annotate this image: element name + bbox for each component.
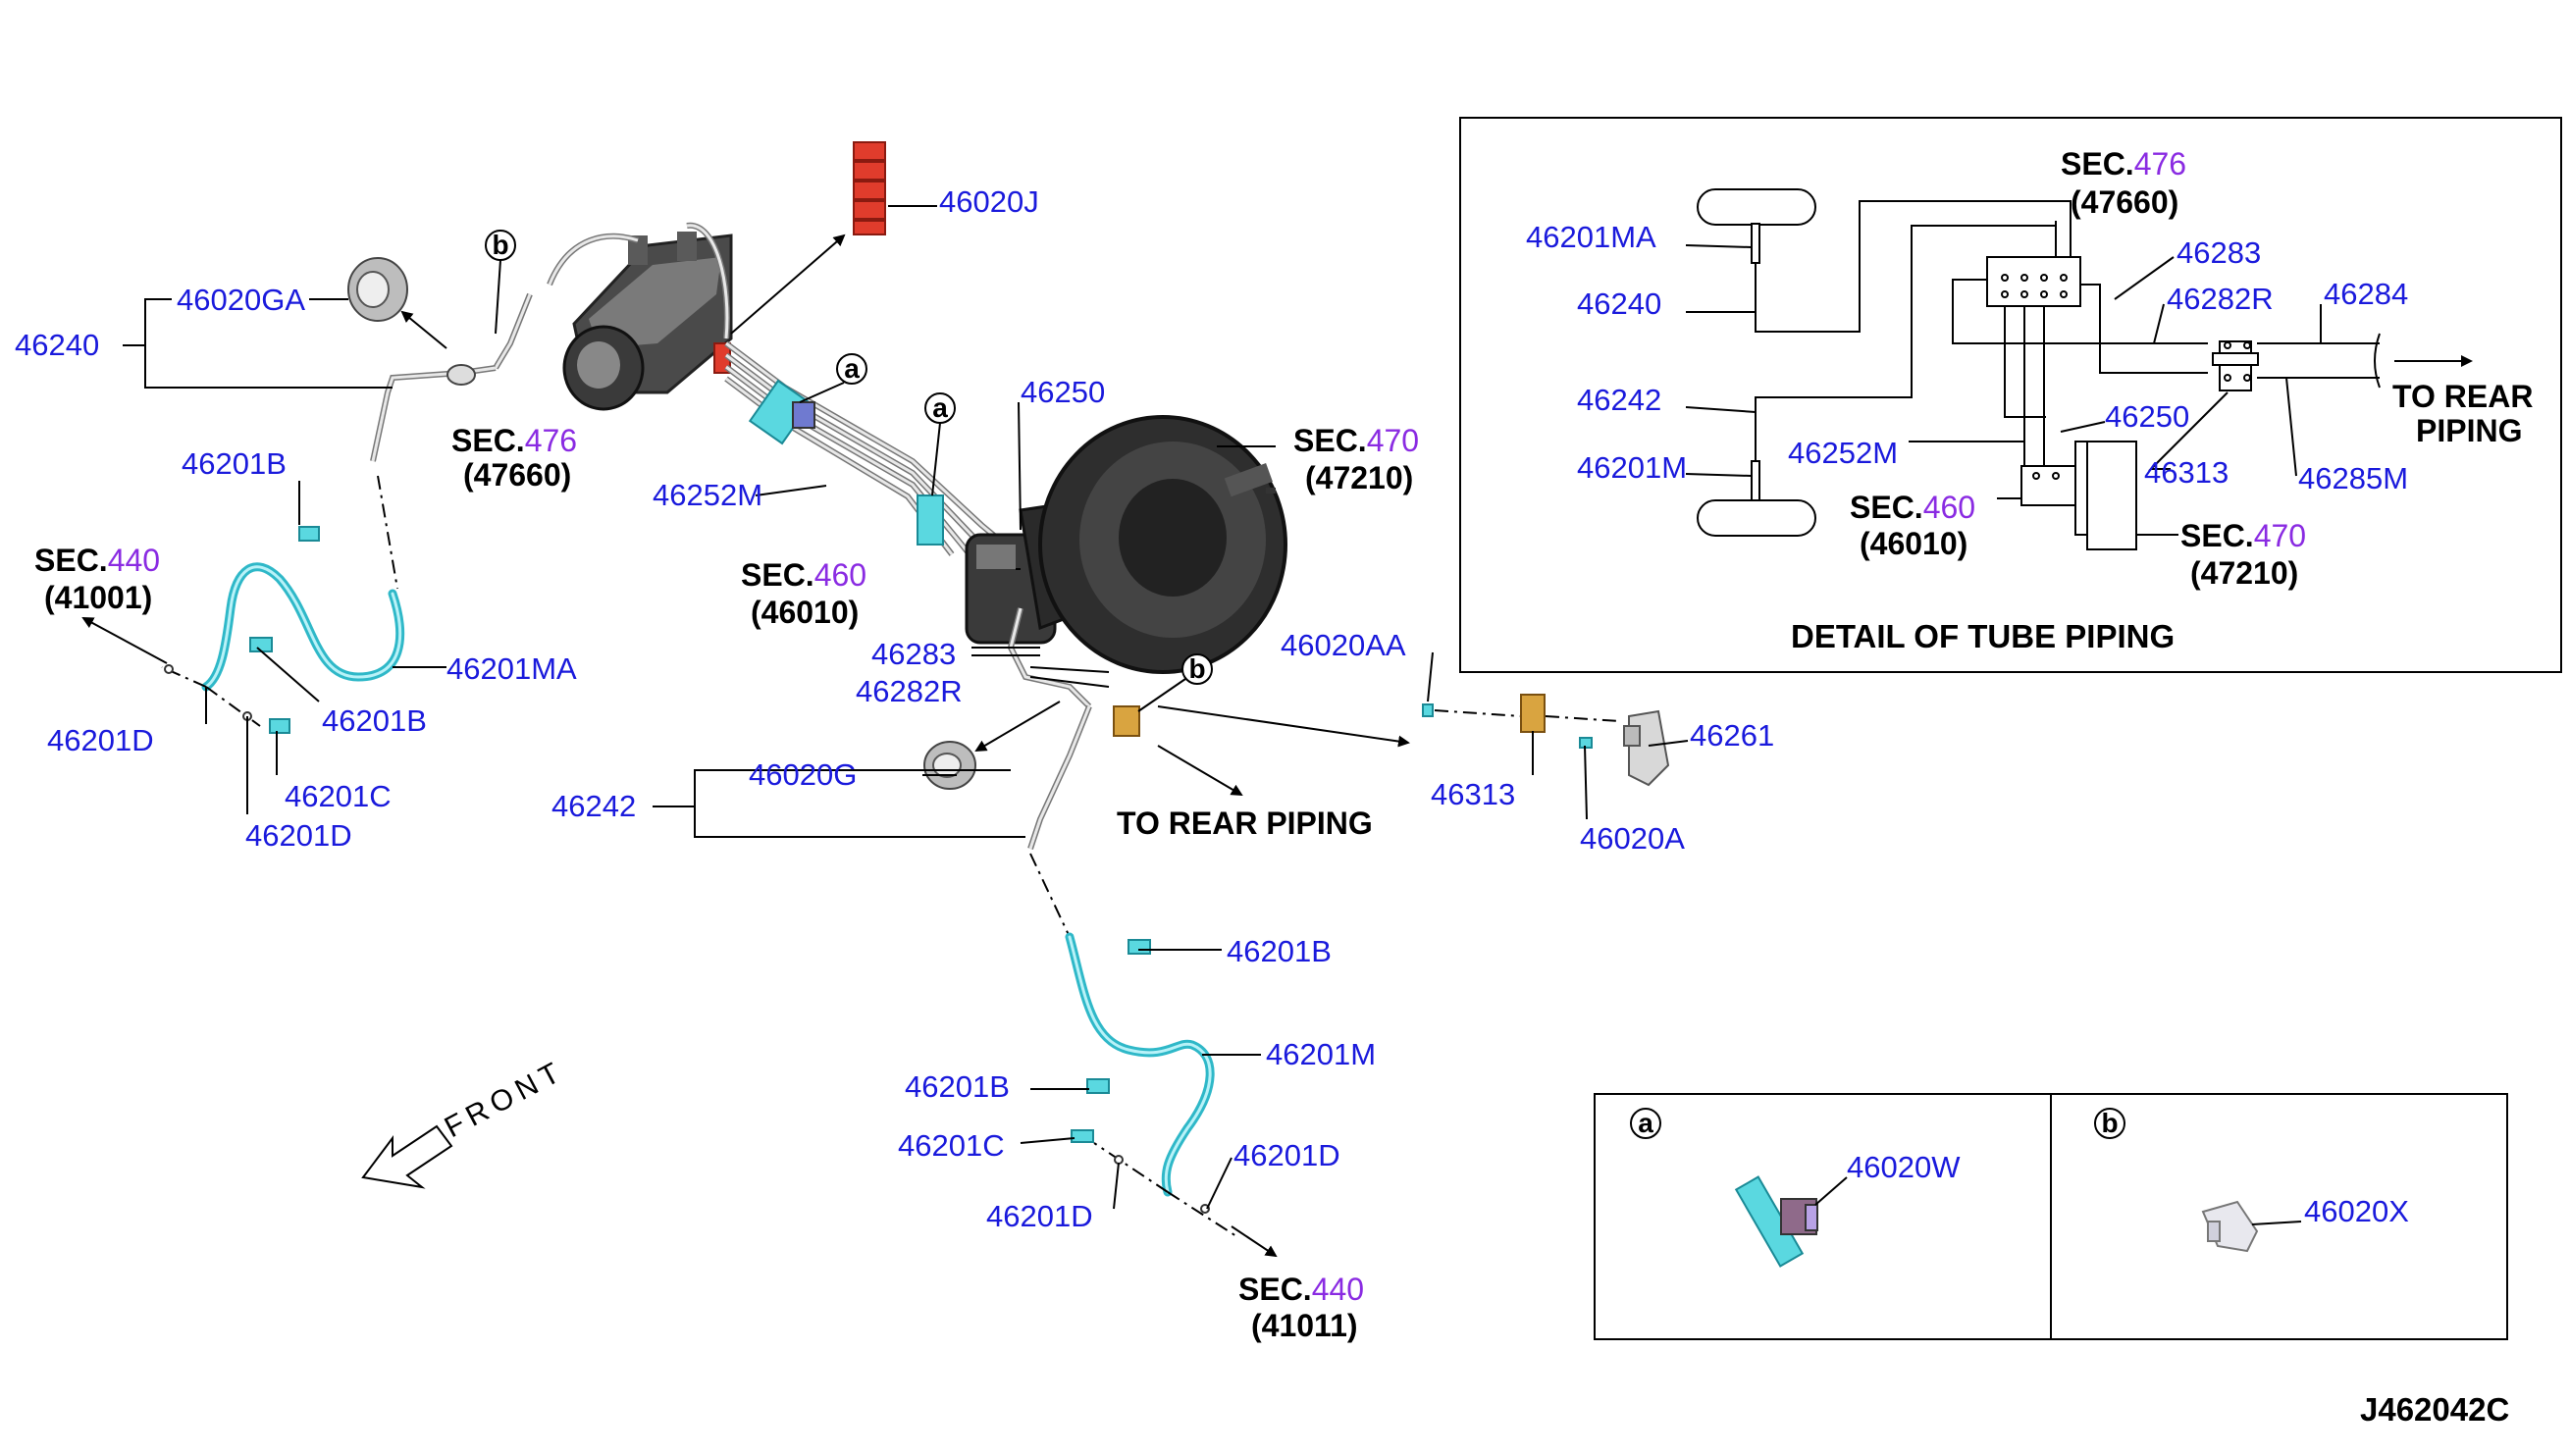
callout-46201b-3: 46201B (1227, 934, 1332, 968)
bracket-46261 (1623, 709, 1670, 787)
callout-46201b-1: 46201B (182, 446, 287, 481)
diagram-id: J462042C (2360, 1391, 2509, 1428)
callout-46201m: 46201M (1266, 1037, 1376, 1071)
inset-clip-panel: a b (1594, 1093, 2508, 1340)
callout-46201d-2: 46201D (245, 818, 352, 853)
detail-sec-476-code: (47660) (2071, 184, 2178, 220)
abs-actuator (493, 222, 733, 411)
sec-460-label: SEC.460 (741, 557, 866, 593)
marker-b-top: b (485, 230, 516, 261)
callout-46201ma: 46201MA (446, 651, 577, 686)
callout-46201c-1: 46201C (285, 779, 392, 813)
callout-46020a: 46020A (1580, 821, 1685, 856)
callout-46261: 46261 (1690, 718, 1774, 753)
callout-46201b-4: 46201B (905, 1069, 1010, 1104)
svg-text:b: b (492, 230, 508, 260)
marker-a-1: a (836, 353, 867, 385)
detail-sec-476-label: SEC.476 (2061, 146, 2186, 182)
detail-callout-46250: 46250 (2105, 399, 2189, 434)
callout-46020aa: 46020AA (1281, 628, 1406, 662)
callout-46201c-2: 46201C (898, 1128, 1005, 1163)
callout-46250: 46250 (1021, 375, 1105, 409)
sec-440b-label: SEC.440 (1238, 1272, 1364, 1307)
callout-46283: 46283 (871, 637, 956, 671)
inset-marker-b: b (2101, 1108, 2118, 1138)
callout-46201d-4: 46201D (1233, 1138, 1340, 1172)
detail-to-rear-2: PIPING (2416, 413, 2522, 448)
detail-callout-46240: 46240 (1577, 286, 1661, 321)
detail-sec-470-label: SEC.470 (2180, 518, 2306, 553)
marker-b-mid: b (1181, 653, 1213, 685)
callout-46020ga: 46020GA (177, 283, 305, 317)
callout-46201d-3: 46201D (986, 1199, 1093, 1233)
grommet-46020ga (347, 257, 408, 322)
hose-46201m (1065, 932, 1215, 1197)
detail-callout-46283: 46283 (2177, 235, 2261, 270)
detail-callout-46313: 46313 (2144, 455, 2229, 490)
inset-callout-46020w: 46020W (1847, 1150, 1961, 1184)
detail-title: DETAIL OF TUBE PIPING (1791, 618, 2175, 654)
inset-marker-a: a (1638, 1108, 1653, 1138)
svg-text:b: b (1188, 653, 1205, 684)
callout-46201d-1: 46201D (47, 723, 154, 757)
marker-a-2: a (924, 392, 956, 424)
detail-sec-470-code: (47210) (2190, 555, 2298, 591)
front-label: FRONT (440, 1054, 570, 1144)
detail-callout-46284: 46284 (2324, 277, 2408, 311)
detail-callout-46201ma: 46201MA (1526, 220, 1656, 254)
connector-46313 (1520, 694, 1546, 733)
clip-46020x (2201, 1200, 2259, 1253)
callout-46252m: 46252M (653, 478, 762, 512)
detail-callout-46285m: 46285M (2298, 461, 2408, 495)
detail-callout-46242: 46242 (1577, 383, 1661, 417)
sec-440a-label: SEC.440 (34, 543, 160, 578)
hose-46201ma (201, 562, 405, 692)
detail-callout-46201m: 46201M (1577, 450, 1687, 485)
clip-46020w (1734, 1175, 1818, 1268)
clip-46020j (853, 141, 886, 235)
callout-46282r: 46282R (856, 674, 963, 708)
callout-46201b-2: 46201B (322, 703, 427, 738)
sec-460-code: (46010) (751, 595, 859, 630)
detail-sec-460-code: (46010) (1860, 526, 1967, 561)
callout-46020g: 46020G (749, 757, 857, 792)
sec-476-code: (47660) (463, 457, 571, 493)
grommet-46020g (923, 741, 976, 790)
to-rear-piping-label: TO REAR PIPING (1117, 806, 1373, 841)
svg-text:a: a (844, 353, 860, 384)
detail-of-tube-piping-panel (1459, 117, 2562, 673)
callout-46240: 46240 (15, 328, 99, 362)
tube-bundle-46252m (724, 340, 1013, 571)
callout-46242: 46242 (551, 789, 636, 823)
sec-440b-code: (41011) (1251, 1308, 1358, 1343)
front-direction-indicator: FRONT (361, 1054, 570, 1189)
detail-callout-46252m: 46252M (1788, 436, 1898, 470)
detail-callout-46282r: 46282R (2167, 282, 2274, 316)
sec-470-code: (47210) (1305, 460, 1413, 495)
sec-476-label: SEC.476 (451, 423, 577, 458)
sec-440a-code: (41001) (44, 580, 152, 615)
callout-46313: 46313 (1431, 777, 1515, 811)
detail-to-rear-1: TO REAR (2392, 379, 2533, 414)
sec-470-label: SEC.470 (1293, 423, 1419, 458)
brake-booster (1038, 415, 1287, 674)
callout-46020j: 46020J (939, 184, 1039, 219)
detail-sec-460-label: SEC.460 (1850, 490, 1975, 525)
svg-text:a: a (932, 392, 948, 423)
inset-callout-46020x: 46020X (2304, 1194, 2409, 1228)
